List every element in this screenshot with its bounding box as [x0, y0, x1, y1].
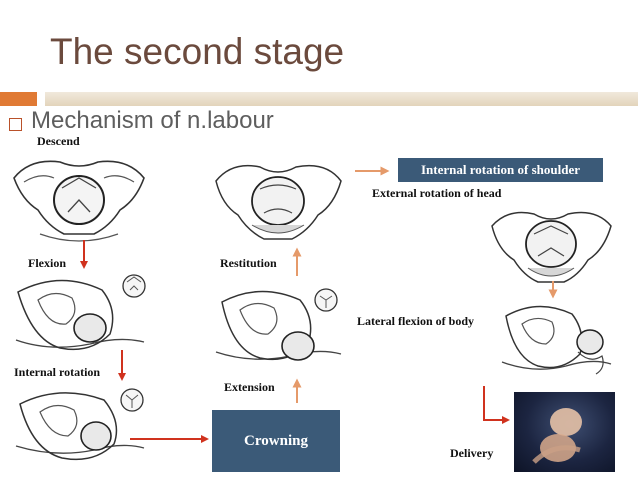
label-lateral-flexion: Lateral flexion of body: [357, 314, 474, 328]
flexion-illustration: [10, 270, 150, 364]
label-descend: Descend: [37, 134, 80, 148]
label-external-rotation-head: External rotation of head: [372, 186, 502, 200]
label-internal-rotation: Internal rotation: [14, 365, 101, 379]
internal-rotation-illustration: [10, 384, 150, 472]
lateral-flexion-illustration: [498, 298, 615, 382]
label-delivery: Delivery: [450, 446, 494, 460]
pelvis-descend-illustration: [10, 148, 148, 248]
restitution-pelvis-illustration: [212, 155, 345, 243]
extension-illustration: [212, 282, 345, 375]
label-restitution: Restitution: [220, 256, 277, 270]
title-underline-accent: [0, 92, 37, 106]
crowning-box: Crowning: [212, 410, 340, 472]
label-flexion: Flexion: [28, 256, 66, 270]
internal-rotation-shoulder-box: Internal rotation of shoulder: [398, 158, 603, 182]
arrow-lateral-to-delivery: [483, 386, 510, 424]
bullet-square-icon: [9, 118, 22, 131]
slide-subtitle: Mechanism of n.labour: [31, 107, 274, 134]
delivery-photo: [514, 392, 615, 472]
label-extension: Extension: [224, 380, 275, 394]
title-underline-band: [45, 92, 638, 106]
external-rotation-pelvis-illustration: [488, 202, 615, 286]
slide-title: The second stage: [50, 31, 345, 72]
